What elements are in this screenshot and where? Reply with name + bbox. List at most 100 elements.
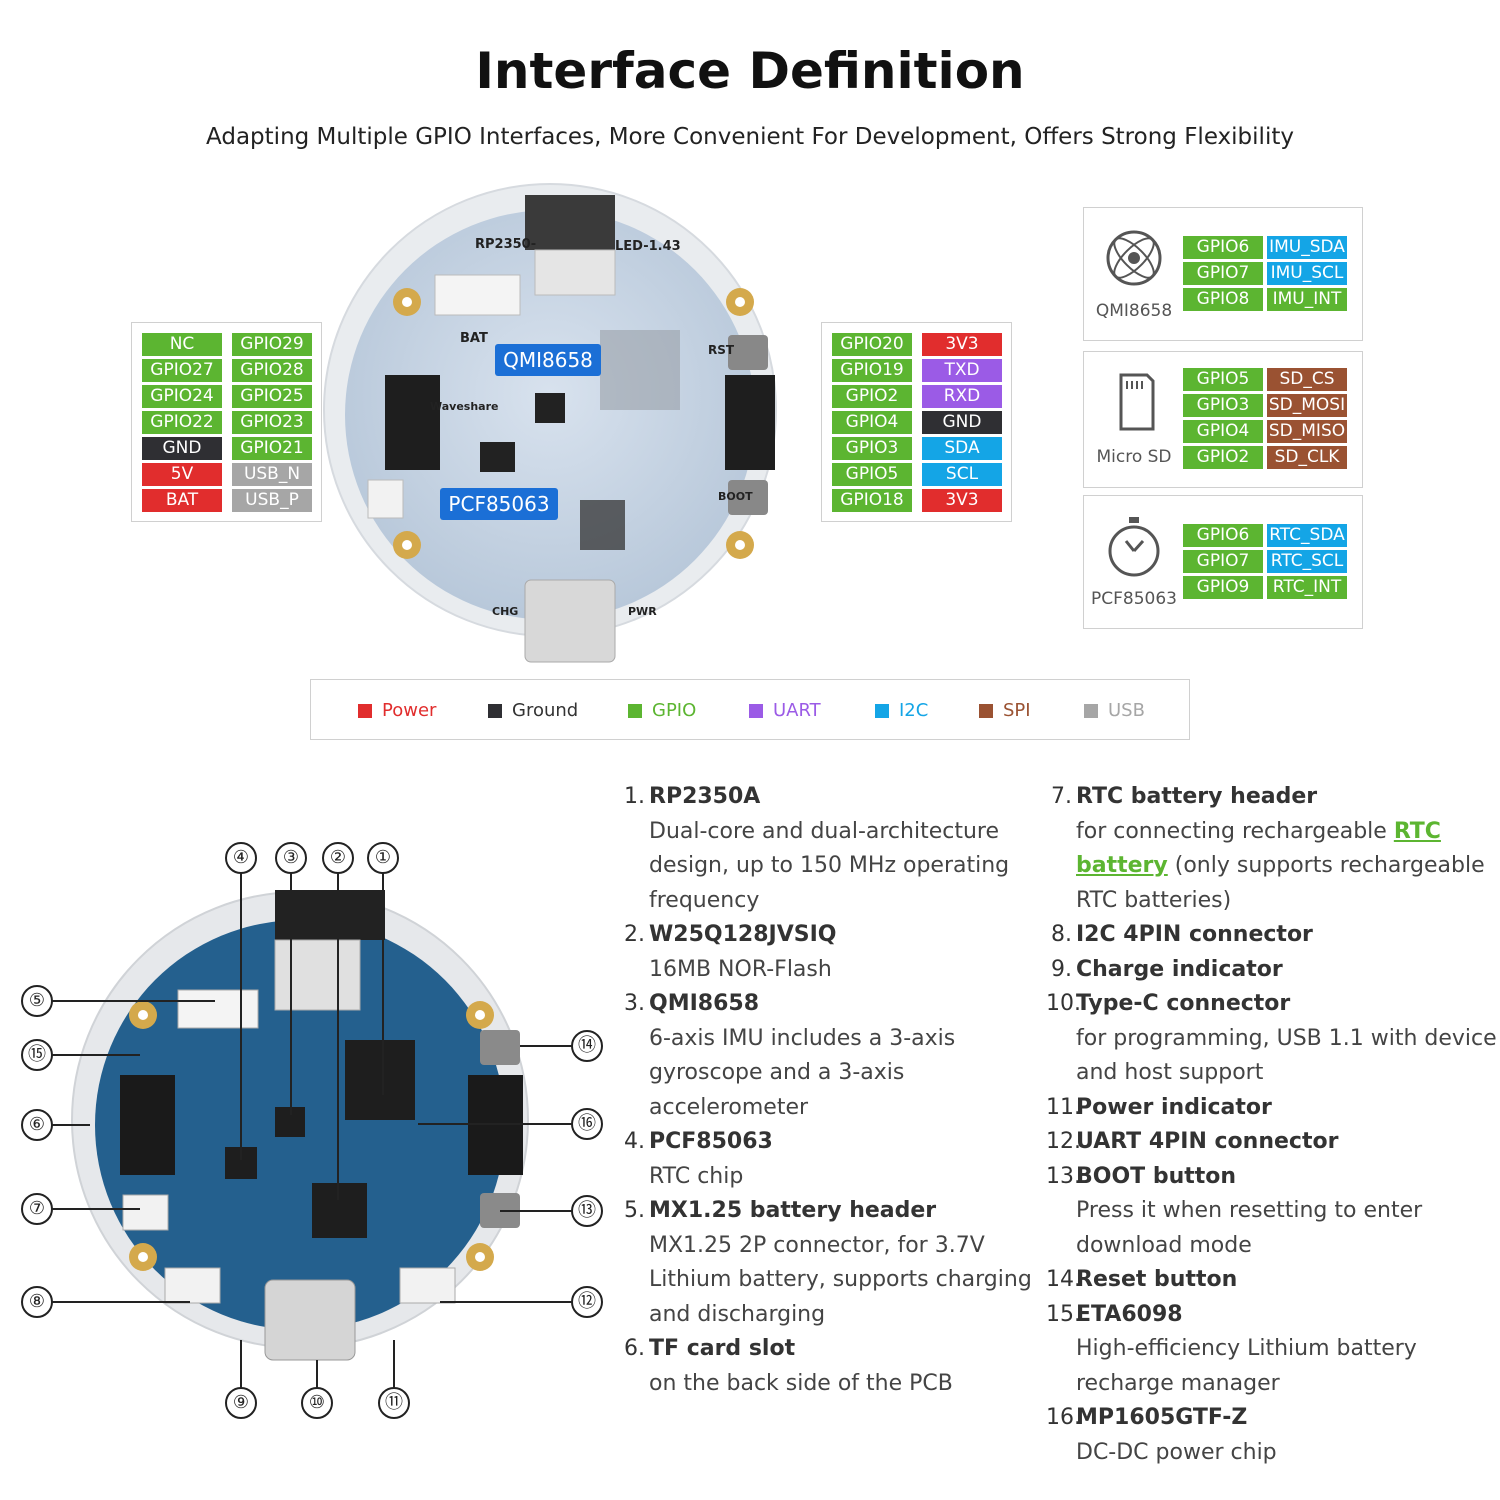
reset-button bbox=[728, 335, 768, 370]
rtc-battery-link[interactable]: RTC bbox=[1393, 818, 1441, 844]
sensor-gpio: GPIO3 bbox=[1183, 394, 1263, 417]
feature-number: 16. bbox=[1046, 1405, 1081, 1430]
legend-swatch bbox=[1084, 704, 1098, 718]
pin-label: 3V3 bbox=[922, 489, 1002, 512]
callout-marker: ⑫ bbox=[571, 1286, 603, 1318]
sensor-name: PCF85063 bbox=[1091, 589, 1177, 609]
silk-pwr: PWR bbox=[628, 605, 657, 618]
stopwatch-icon bbox=[1108, 517, 1160, 577]
feature-desc: for programming, USB 1.1 with device bbox=[1076, 1025, 1497, 1051]
feature-desc: MX1.25 2P connector, for 3.7V bbox=[649, 1232, 985, 1258]
pin-label: GPIO4 bbox=[832, 411, 912, 434]
pin-label: GPIO27 bbox=[142, 359, 222, 382]
sensor-gpio: GPIO7 bbox=[1183, 550, 1263, 573]
silk-bat: BAT bbox=[460, 331, 488, 346]
sensor-gpio: GPIO9 bbox=[1183, 576, 1263, 599]
silk-brand: Waveshare bbox=[430, 400, 498, 413]
pin-label: GPIO19 bbox=[832, 359, 912, 382]
boot-button bbox=[728, 480, 768, 515]
callout-marker: ① bbox=[367, 842, 399, 874]
feature-desc-text: (only supports rechargeable bbox=[1167, 853, 1485, 878]
sensor-func: SD_MOSI bbox=[1267, 394, 1347, 417]
feature-name: Power indicator bbox=[1076, 1094, 1272, 1120]
feature-name: Type-C connector bbox=[1076, 991, 1291, 1016]
callout-marker: ⑩ bbox=[301, 1387, 333, 1419]
feature-desc: and discharging bbox=[649, 1301, 826, 1327]
feature-desc: DC-DC power chip bbox=[1076, 1439, 1277, 1465]
pin-label: TXD bbox=[922, 359, 1002, 382]
rp2350-chip bbox=[600, 330, 680, 410]
legend-swatch bbox=[749, 704, 763, 718]
legend-label: GPIO bbox=[652, 700, 697, 721]
pin-label: GPIO28 bbox=[232, 359, 312, 382]
legend-label: UART bbox=[773, 700, 821, 721]
feature-name: PCF85063 bbox=[649, 1129, 773, 1154]
feature-desc: Press it when resetting to enter bbox=[1076, 1198, 1423, 1223]
pin-label: GPIO5 bbox=[832, 463, 912, 486]
callout-marker: ⑨ bbox=[225, 1387, 257, 1419]
pin-label: USB_N bbox=[232, 463, 312, 486]
feature-number: 15. bbox=[1046, 1301, 1081, 1327]
feature-desc: RTC chip bbox=[649, 1163, 744, 1189]
sensor-gpio: GPIO6 bbox=[1183, 524, 1263, 547]
sensor-func: IMU_SCL bbox=[1267, 262, 1347, 285]
feature-desc: design, up to 150 MHz operating bbox=[649, 853, 1010, 878]
legend-swatch bbox=[875, 704, 889, 718]
legend-swatch bbox=[488, 704, 502, 718]
feature-name: UART 4PIN connector bbox=[1076, 1129, 1339, 1154]
legend-swatch bbox=[358, 704, 372, 718]
sensor-name: QMI8658 bbox=[1095, 301, 1173, 321]
feature-desc: frequency bbox=[649, 887, 760, 913]
callout-marker: ③ bbox=[275, 842, 307, 874]
legend-label: SPI bbox=[1003, 700, 1031, 721]
pin-label: USB_P bbox=[232, 489, 312, 512]
sensor-name: Micro SD bbox=[1096, 447, 1172, 467]
pin-label: GND bbox=[142, 437, 222, 460]
feature-desc: gyroscope and a 3-axis bbox=[649, 1060, 905, 1085]
pin-label: GPIO24 bbox=[142, 385, 222, 408]
sensor-func: SD_CS bbox=[1267, 368, 1347, 391]
right-header-pins bbox=[725, 375, 775, 470]
callout-marker: ⑥ bbox=[21, 1109, 53, 1141]
legend-label: USB bbox=[1108, 700, 1145, 721]
feature-number: 10. bbox=[1046, 991, 1081, 1016]
silk-led: LED-1.43 bbox=[615, 239, 681, 254]
legend-label: I2C bbox=[899, 700, 929, 721]
sensor-func: SD_CLK bbox=[1267, 446, 1347, 469]
feature-name: I2C 4PIN connector bbox=[1076, 922, 1313, 947]
pin-label: GPIO22 bbox=[142, 411, 222, 434]
tag-pcf85063: PCF85063 bbox=[440, 488, 558, 520]
feature-name: RP2350A bbox=[649, 784, 761, 809]
sd-card-icon bbox=[1119, 373, 1155, 431]
left-header-pins bbox=[385, 375, 440, 470]
feature-name: QMI8658 bbox=[649, 991, 760, 1016]
feature-name: BOOT button bbox=[1076, 1163, 1237, 1189]
feature-desc: 6-axis IMU includes a 3-axis bbox=[649, 1025, 956, 1051]
feature-desc: battery (only supports rechargeable bbox=[1076, 849, 1485, 884]
pin-label: GPIO2 bbox=[832, 385, 912, 408]
feature-name: MX1.25 battery header bbox=[649, 1198, 937, 1223]
callout-marker: ④ bbox=[225, 842, 257, 874]
callout-marker: ⑧ bbox=[21, 1286, 53, 1318]
legend-swatch bbox=[979, 704, 993, 718]
pin-label: GPIO20 bbox=[832, 333, 912, 356]
feature-number: 2. bbox=[624, 922, 645, 947]
pin-label: SDA bbox=[922, 437, 1002, 460]
feature-name: Reset button bbox=[1076, 1267, 1238, 1292]
feature-number: 13. bbox=[1046, 1163, 1081, 1189]
rtc-battery-link[interactable]: battery bbox=[1076, 853, 1168, 878]
callout-marker: ⑮ bbox=[21, 1039, 53, 1071]
feature-number: 14. bbox=[1046, 1267, 1081, 1292]
feature-number: 8. bbox=[1051, 922, 1072, 947]
pin-label: GND bbox=[922, 411, 1002, 434]
feature-desc: on the back side of the PCB bbox=[649, 1370, 953, 1396]
callout-marker: ② bbox=[322, 842, 354, 874]
feature-number: 1. bbox=[624, 784, 645, 809]
feature-name: Charge indicator bbox=[1076, 956, 1283, 982]
page-subtitle: Adapting Multiple GPIO Interfaces, More … bbox=[206, 124, 1294, 150]
pin-label: GPIO3 bbox=[832, 437, 912, 460]
callout-marker: ⑭ bbox=[571, 1030, 603, 1062]
